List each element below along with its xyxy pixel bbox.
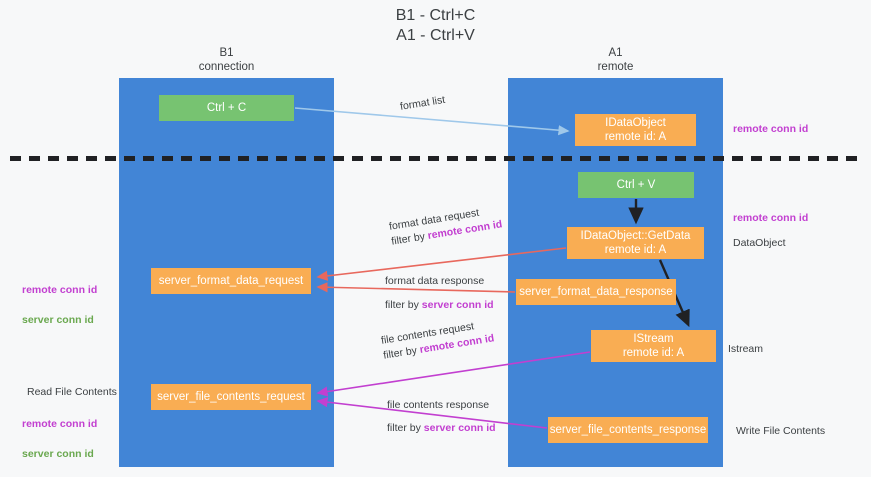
- edge-label-line1: file contents response: [387, 399, 490, 411]
- node-server-format-data-response[interactable]: server_format_data_response: [516, 279, 676, 305]
- annotation-left-server-conn-id-2: server conn id: [22, 448, 94, 460]
- node-ctrl-v[interactable]: Ctrl + V: [578, 172, 694, 198]
- annotation-istream: Istream: [728, 343, 764, 355]
- node-server-format-data-request[interactable]: server_format_data_request: [151, 268, 311, 294]
- annotation-left-remote-conn-id-2: remote conn id: [22, 418, 98, 430]
- phase-divider: [10, 156, 861, 161]
- annotation-left-remote-conn-id: remote conn id: [22, 284, 98, 296]
- filter-prefix: filter by: [385, 299, 422, 311]
- annotation-write-file-contents: Write File Contents: [736, 425, 826, 437]
- edge-label-line1: format data response: [385, 275, 485, 287]
- edge-label-file-contents-request: file contents request filter by remote c…: [380, 316, 495, 363]
- lane-header-b1: B1 connection: [198, 47, 255, 73]
- edge-label-file-contents-response: file contents response filter by server …: [387, 398, 496, 436]
- annotation-read-file-contents: Read File Contents: [27, 386, 117, 398]
- edge-label-format-list: format list: [399, 93, 446, 115]
- node-server-file-contents-request[interactable]: server_file_contents_request: [151, 384, 311, 410]
- edge-label-line2: filter by server conn id: [385, 298, 494, 313]
- edge-label-format-data-response: format data response filter by server co…: [385, 274, 494, 313]
- node-server-file-contents-response[interactable]: server_file_contents_response: [548, 417, 708, 443]
- annotation-left-server-conn-id: server conn id: [22, 314, 94, 326]
- filter-key: server conn id: [423, 422, 496, 434]
- node-ctrl-c[interactable]: Ctrl + C: [159, 95, 294, 121]
- annotation-left-conn-ids-bottom: remote conn id server conn id: [22, 402, 97, 477]
- filter-prefix: filter by: [387, 422, 424, 434]
- node-idataobject[interactable]: IDataObject remote id: A: [575, 114, 696, 146]
- diagram-title: B1 - Ctrl+C A1 - Ctrl+V: [395, 7, 476, 44]
- filter-key: server conn id: [421, 299, 494, 311]
- node-idataobject-getdata[interactable]: IDataObject::GetData remote id: A: [567, 227, 704, 259]
- annotation-dataobject: DataObject: [733, 237, 786, 249]
- edge-label-line1: format list: [399, 93, 446, 113]
- annotation-remote-conn-id-top: remote conn id: [733, 123, 809, 135]
- annotation-remote-conn-id-mid: remote conn id: [733, 212, 809, 224]
- edge-label-format-data-request: format data request filter by remote con…: [388, 202, 503, 249]
- annotation-left-conn-ids-top: remote conn id server conn id: [22, 268, 97, 343]
- edge-label-line2: filter by server conn id: [387, 421, 496, 436]
- diagram-canvas: B1 - Ctrl+C A1 - Ctrl+V B1 connection A1…: [10, 7, 861, 467]
- node-istream[interactable]: IStream remote id: A: [591, 330, 716, 362]
- lane-header-a1: A1 remote: [597, 47, 634, 73]
